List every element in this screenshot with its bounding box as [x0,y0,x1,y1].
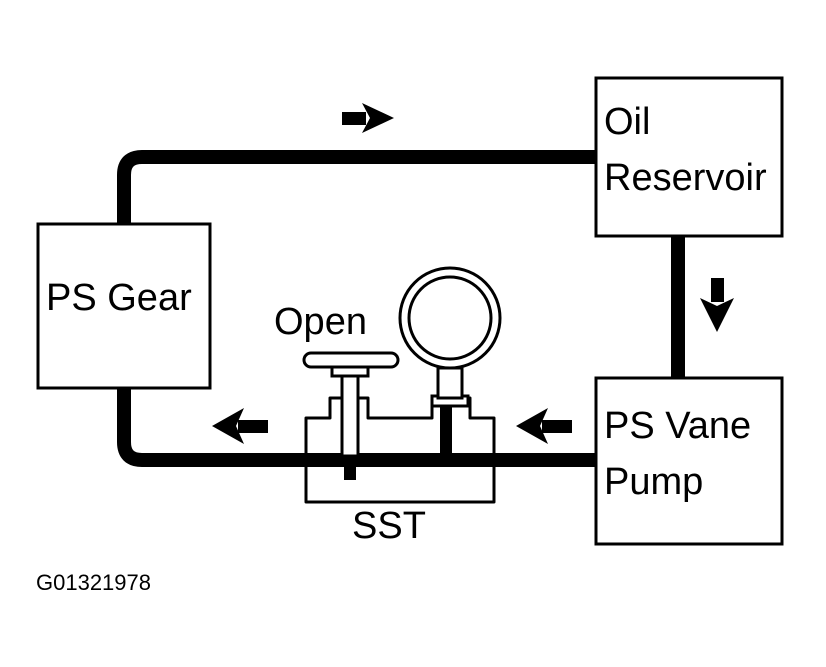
ps-vane-pump: PS Vane Pump [594,376,784,546]
figure-code: G01321978 [36,570,151,595]
flow-arrow-left-gear-icon [212,408,268,444]
oil-reservoir: Oil Reservoir [594,76,784,238]
flow-arrow-right-icon [342,103,394,133]
return-line-pipe [117,150,596,224]
ps-gear: PS Gear [36,222,212,390]
oil-reservoir-label-line1: Oil [604,101,650,143]
oil-reservoir-label-line2: Reservoir [604,157,767,199]
ps-vane-pump-label-line1: PS Vane [604,405,751,447]
valve-handle-icon [302,351,400,369]
sst-label: SST [352,505,426,547]
shutoff-valve [302,351,400,480]
pressure-line-pipe [117,388,596,467]
flow-arrow-left-pump-icon [516,408,572,444]
ps-gear-label: PS Gear [46,277,192,319]
sst-internal-passage [306,453,494,467]
pressure-gauge-icon [398,266,502,456]
flow-arrow-down-icon [700,278,734,332]
valve-open-label: Open [274,301,367,343]
ps-vane-pump-label-line2: Pump [604,461,703,503]
sst-tool [304,396,496,504]
